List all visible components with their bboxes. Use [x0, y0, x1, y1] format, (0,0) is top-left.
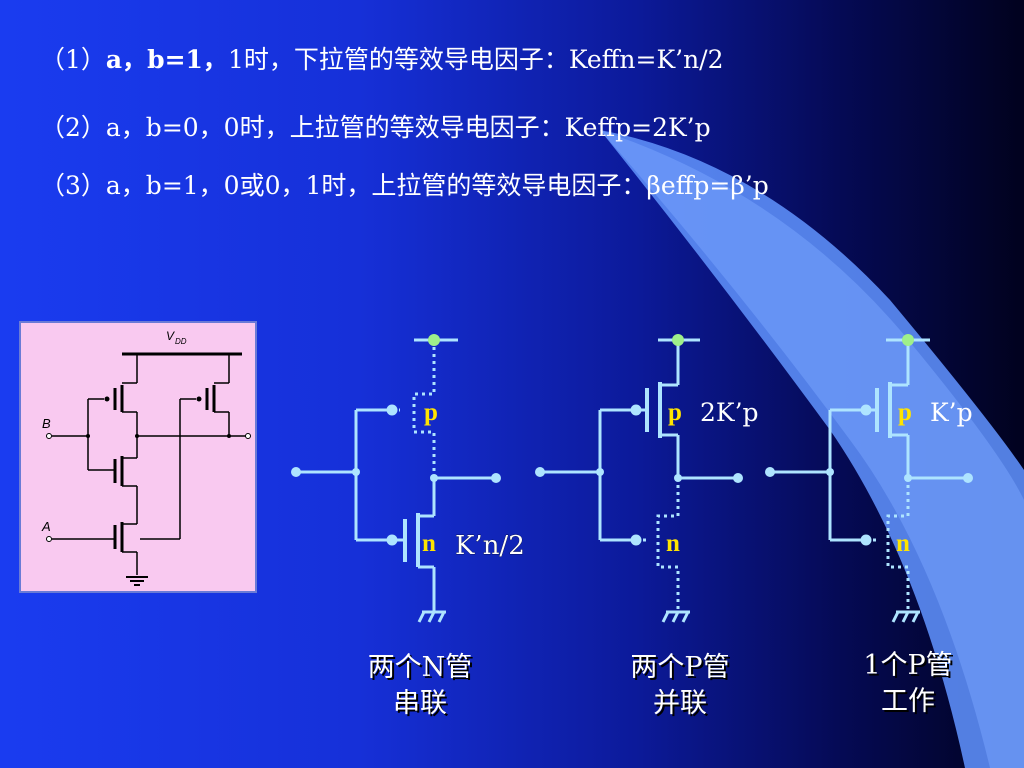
- circuit-2-factor: 2K’p: [700, 398, 759, 427]
- circuit-1-caption-line1: 两个N管: [367, 652, 473, 683]
- circuit-1-n-label: n: [422, 530, 436, 557]
- circuit-3-n-label: n: [896, 530, 910, 557]
- vdd-label: V: [166, 329, 175, 343]
- circuit-3-dots: [765, 334, 973, 546]
- line1-bold: a，b=1，: [105, 45, 228, 74]
- circuit-3-caption-line1: 1个P管: [863, 650, 953, 681]
- line1-rest: 1时，下拉管的等效导电因子：Keffn=K’n/2: [227, 45, 724, 74]
- circuit-3: [770, 338, 968, 623]
- circuit-2-p-label: p: [668, 399, 682, 426]
- circuit-1-caption-line2: 串联: [393, 688, 447, 719]
- schematic-panel: [19, 321, 257, 593]
- circuit-2-caption-line1: 两个P管: [630, 652, 730, 683]
- circuit-1-dots: [291, 334, 501, 546]
- circuit-1-factor: K’n/2: [455, 531, 525, 561]
- circuit-3-caption-line2: 工作: [881, 686, 935, 717]
- input-b-label: B: [42, 416, 51, 431]
- circuit-1-caption: 两个N管 串联: [330, 650, 510, 722]
- line1-prefix: （1）: [40, 45, 106, 74]
- header-line-2: （2）a，b=0，0时，上拉管的等效导电因子：Keffp=2K’p: [40, 113, 711, 142]
- circuit-2: [540, 338, 738, 623]
- header-line-1: （1）a，b=1，1时，下拉管的等效导电因子：Keffn=K’n/2: [40, 40, 724, 76]
- circuit-1-p-label: p: [424, 399, 438, 426]
- circuit-3-factor: K’p: [930, 398, 973, 427]
- vdd-subscript: DD: [175, 337, 187, 346]
- circuit-3-p-label: p: [898, 399, 912, 426]
- input-a-label: A: [41, 519, 51, 534]
- circuit-1: [296, 338, 496, 623]
- circuit-3-caption: 1个P管 工作: [818, 648, 998, 720]
- circuit-2-caption: 两个P管 并联: [590, 650, 770, 722]
- nand-schematic: V DD B A: [19, 321, 257, 593]
- header-line-3: （3）a，b=1，0或0，1时，上拉管的等效导电因子：βeffp=β’p: [40, 171, 769, 200]
- circuit-2-caption-line2: 并联: [653, 688, 707, 719]
- circuit-2-dots: [535, 334, 743, 546]
- circuit-2-n-label: n: [666, 530, 680, 557]
